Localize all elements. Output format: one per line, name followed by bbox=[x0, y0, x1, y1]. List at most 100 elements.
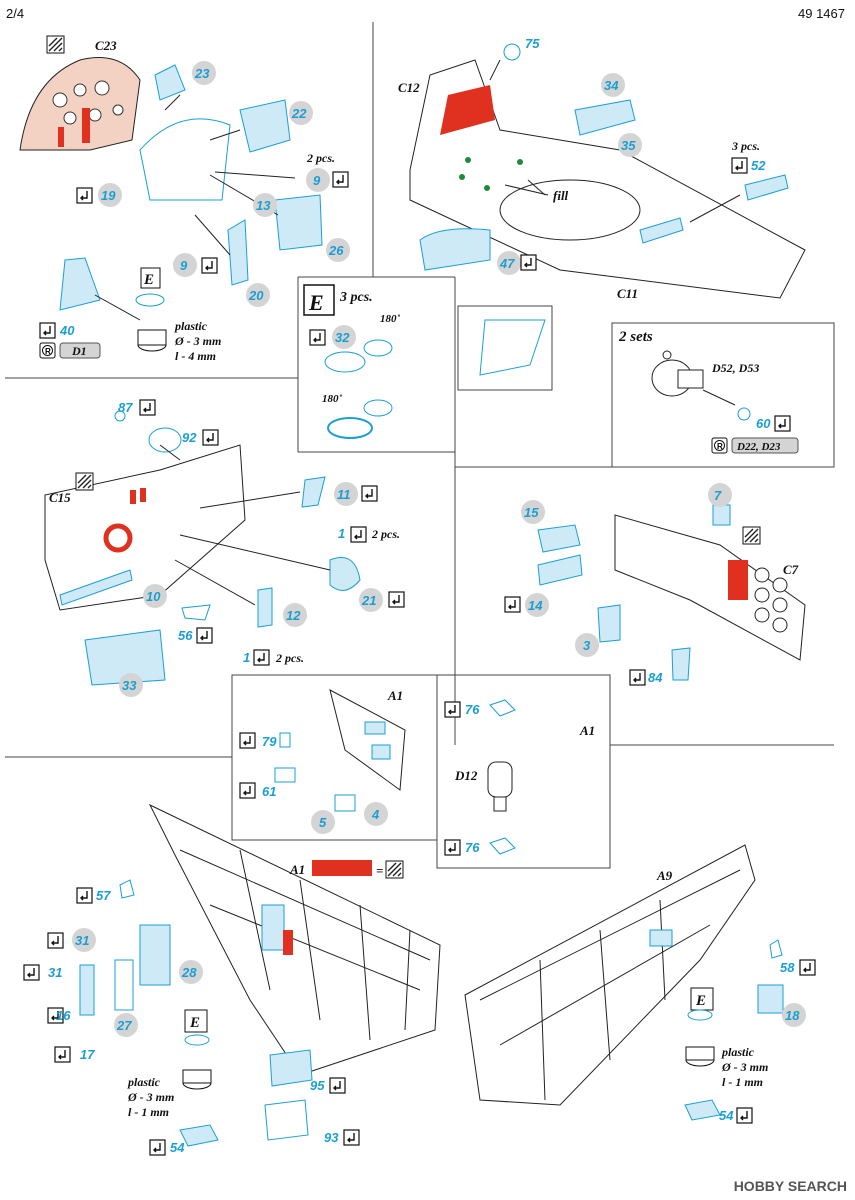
plastic-note: plastic bbox=[721, 1045, 755, 1059]
material-tag: E bbox=[695, 993, 706, 1009]
watermark: HOBBY SEARCH bbox=[733, 1178, 847, 1194]
quantity-note: 2 pcs. bbox=[306, 151, 335, 165]
check-box-icon bbox=[47, 932, 64, 949]
check-box-icon bbox=[201, 257, 218, 274]
part-number: 79 bbox=[262, 734, 277, 749]
check-box-icon bbox=[76, 887, 93, 904]
check-box-icon bbox=[520, 254, 537, 271]
quantity-note: 2 pcs. bbox=[275, 651, 304, 665]
part-number: 56 bbox=[178, 628, 193, 643]
part-number: 95 bbox=[310, 1078, 325, 1093]
quantity-note: 3 pcs. bbox=[339, 290, 373, 305]
resin-r-icon bbox=[39, 342, 56, 359]
part-number: 21 bbox=[361, 593, 376, 608]
part-number: 19 bbox=[101, 188, 116, 203]
check-box-icon bbox=[343, 1129, 360, 1146]
check-box-icon bbox=[388, 591, 405, 608]
part-number: 16 bbox=[56, 1008, 71, 1023]
part-number: 14 bbox=[528, 598, 543, 613]
part-number: 11 bbox=[337, 487, 351, 502]
check-box-icon bbox=[39, 322, 56, 339]
part-number: 76 bbox=[465, 840, 480, 855]
check-box-icon bbox=[332, 171, 349, 188]
check-box-icon bbox=[361, 485, 378, 502]
page-number: 2/4 bbox=[6, 6, 25, 21]
check-box-icon bbox=[253, 649, 270, 666]
part-number: 13 bbox=[256, 198, 271, 213]
section-9: A1 = 57 31 31 28 16 27 17 E plastic Ø - … bbox=[23, 803, 441, 1156]
material-tag: E bbox=[143, 272, 154, 288]
part-number: 76 bbox=[465, 702, 480, 717]
part-number: 52 bbox=[751, 158, 766, 173]
part-label: A1 bbox=[387, 688, 403, 703]
part-number: 26 bbox=[328, 243, 344, 258]
part-number: 75 bbox=[525, 36, 540, 51]
check-box-icon bbox=[444, 839, 461, 856]
check-box-icon bbox=[139, 399, 156, 416]
part-number: 33 bbox=[122, 678, 137, 693]
part-number: 31 bbox=[48, 965, 62, 980]
section-6: 7 15 C7 14 3 84 bbox=[504, 483, 806, 686]
part-number: 87 bbox=[118, 400, 133, 415]
part-label: D52, D53 bbox=[711, 361, 759, 375]
diameter-note: Ø - 3 mm bbox=[174, 334, 221, 348]
section-8: 76 A1 D12 76 bbox=[444, 699, 595, 856]
part-number: 32 bbox=[335, 330, 350, 345]
part-label: C7 bbox=[783, 562, 799, 577]
part-badges: 23 22 2 pcs. 9 19 13 9 26 20 40 D1 bbox=[39, 61, 350, 359]
part-label: D1 bbox=[71, 344, 87, 358]
section-title: 2 sets bbox=[618, 329, 653, 345]
check-box-icon bbox=[629, 669, 646, 686]
part-number: 40 bbox=[59, 323, 75, 338]
check-box-icon bbox=[196, 627, 213, 644]
part-number: 9 bbox=[180, 258, 188, 273]
resin-r-icon bbox=[711, 437, 728, 454]
kit-code: 49 1467 bbox=[798, 6, 845, 21]
part-number: 1 bbox=[338, 526, 345, 541]
section-2: C12 75 34 35 3 pcs. 52 fill 47 C11 bbox=[398, 36, 806, 376]
part-label: C23 bbox=[95, 38, 117, 53]
length-note: l - 1 mm bbox=[128, 1105, 169, 1119]
part-number: 10 bbox=[146, 589, 161, 604]
part-label: D12 bbox=[454, 768, 478, 783]
check-box-icon bbox=[239, 732, 256, 749]
check-box-icon bbox=[329, 1077, 346, 1094]
part-number: 28 bbox=[181, 965, 197, 980]
part-label: C12 bbox=[398, 80, 420, 95]
check-box-icon bbox=[239, 782, 256, 799]
length-note: l - 1 mm bbox=[722, 1075, 763, 1089]
diameter-note: Ø - 3 mm bbox=[721, 1060, 768, 1074]
section-10: A9 58 18 E plastic Ø - 3 mm l - 1 mm 54 bbox=[464, 844, 816, 1124]
part-label: D22, D23 bbox=[736, 441, 781, 453]
section-7: A1 79 61 5 4 bbox=[239, 688, 406, 834]
part-number: 54 bbox=[170, 1140, 185, 1155]
part-number: 4 bbox=[371, 807, 380, 822]
part-number: 12 bbox=[286, 608, 301, 623]
quantity-note: 2 pcs. bbox=[371, 527, 400, 541]
quantity-note: 3 pcs. bbox=[731, 139, 760, 153]
section-4: 2 sets D52, D53 60 D22, D23 bbox=[618, 329, 799, 454]
material-tag: E bbox=[189, 1015, 200, 1031]
part-number: 3 bbox=[583, 638, 591, 653]
fill-note: fill bbox=[553, 188, 569, 203]
part-number: 92 bbox=[182, 430, 197, 445]
part-number: 60 bbox=[756, 416, 771, 431]
length-note: l - 4 mm bbox=[175, 349, 216, 363]
part-number: 93 bbox=[324, 1130, 339, 1145]
part-number: 7 bbox=[714, 488, 722, 503]
check-box-icon bbox=[774, 415, 791, 432]
rotation-note: 180˚ bbox=[322, 393, 343, 405]
part-number: 17 bbox=[80, 1047, 95, 1062]
plastic-note: plastic bbox=[174, 319, 208, 333]
part-number: 23 bbox=[194, 66, 210, 81]
part-number: 34 bbox=[604, 78, 619, 93]
part-number: 18 bbox=[785, 1008, 800, 1023]
rotation-note: 180˚ bbox=[380, 313, 401, 325]
section-5: C15 87 92 11 1 2 pcs. 21 10 12 56 1 2 pc… bbox=[44, 399, 405, 697]
part-number: 35 bbox=[621, 138, 636, 153]
part-number: 22 bbox=[291, 106, 307, 121]
part-number: 84 bbox=[648, 670, 663, 685]
check-box-icon bbox=[76, 187, 93, 204]
part-label: A1 bbox=[579, 723, 595, 738]
